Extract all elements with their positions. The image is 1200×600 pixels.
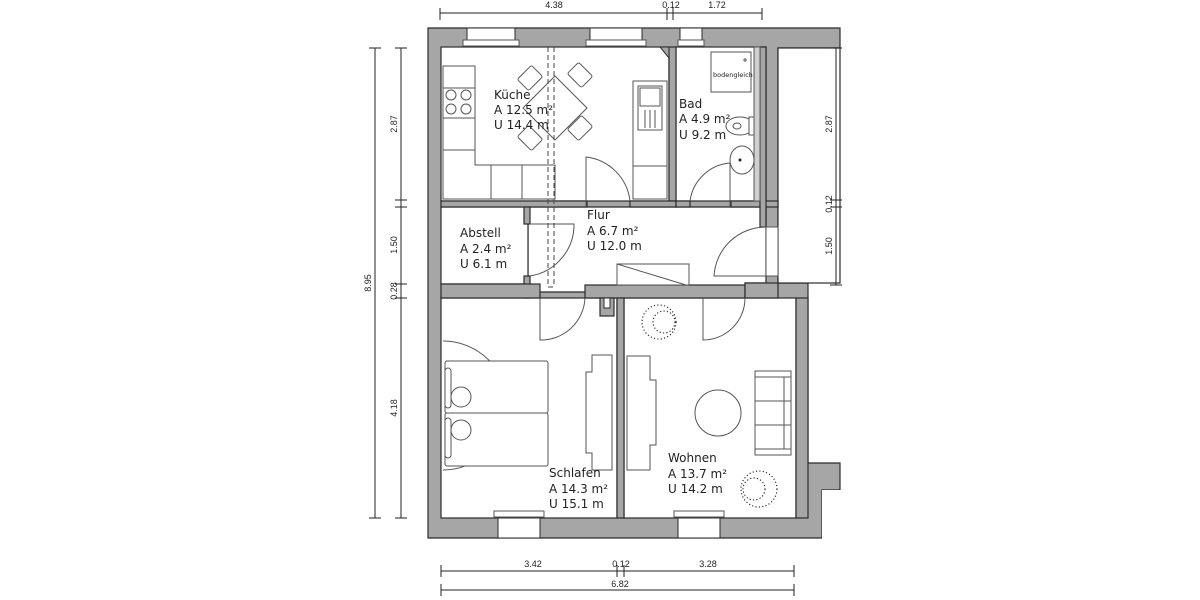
doors xyxy=(529,156,779,341)
bedroom-furniture xyxy=(442,340,613,471)
room-bad-name: Bad xyxy=(679,97,702,111)
dim-bottom-total: 6.82 xyxy=(611,579,629,589)
dim-left-2: 0.28 xyxy=(389,282,399,300)
dimension-top: 4.38 0.12 1.72 xyxy=(439,0,763,20)
room-wohnen-perimeter: U 14.2 m xyxy=(668,482,723,496)
room-flur-name: Flur xyxy=(587,208,610,222)
dim-left-3: 4.18 xyxy=(389,399,399,417)
kitchen-furniture xyxy=(442,46,670,288)
dim-left-1: 1.50 xyxy=(389,236,399,254)
hall-furniture xyxy=(616,263,690,286)
dimension-left: 8.95 2.87 1.50 0.28 4.18 xyxy=(363,47,407,519)
bath-furniture: bodengleich xyxy=(710,46,761,202)
room-abstell-area: A 2.4 m² xyxy=(460,242,512,256)
room-abstell-floor xyxy=(440,206,529,285)
bedroom-door xyxy=(539,297,586,341)
room-flur-area: A 6.7 m² xyxy=(587,224,639,238)
dim-left-total: 8.95 xyxy=(363,274,373,292)
room-kueche-perimeter: U 14.4 m xyxy=(494,118,549,132)
room-kueche-name: Küche xyxy=(494,88,530,102)
kitchen-door xyxy=(585,156,631,207)
room-bad-area: A 4.9 m² xyxy=(679,112,731,126)
partitions xyxy=(440,46,809,519)
room-wohnen-area: A 13.7 m² xyxy=(668,467,727,481)
living-door xyxy=(702,297,746,341)
room-labels: Küche A 12.5 m² U 14.4 m Bad A 4.9 m² U … xyxy=(460,88,731,511)
dimension-right: 2.87 0.12 1.50 xyxy=(824,47,842,286)
bath-door xyxy=(689,162,731,207)
windows xyxy=(462,27,725,539)
room-abstell-perimeter: U 6.1 m xyxy=(460,257,507,271)
dim-top-2: 1.72 xyxy=(708,0,726,10)
room-schlafen-name: Schlafen xyxy=(549,466,601,480)
room-bad-perimeter: U 9.2 m xyxy=(679,128,726,142)
dim-top-1: 0.12 xyxy=(662,0,680,10)
room-abstell-name: Abstell xyxy=(460,226,501,240)
dim-bottom-0: 3.42 xyxy=(524,559,542,569)
room-wohnen-name: Wohnen xyxy=(668,451,717,465)
dim-bottom-2: 3.28 xyxy=(699,559,717,569)
dim-left-0: 2.87 xyxy=(389,115,399,133)
room-flur-perimeter: U 12.0 m xyxy=(587,239,642,253)
dim-top-0: 4.38 xyxy=(545,0,563,10)
storage-door xyxy=(529,223,575,277)
dim-bottom-1: 0.12 xyxy=(612,559,630,569)
living-furniture xyxy=(626,304,792,508)
entrance-door xyxy=(713,226,767,277)
room-kueche-area: A 12.5 m² xyxy=(494,103,553,117)
dim-right-1: 0.12 xyxy=(824,195,834,213)
room-schlafen-area: A 14.3 m² xyxy=(549,482,608,496)
dimension-bottom: 3.42 0.12 3.28 6.82 xyxy=(440,559,795,596)
room-schlafen-perimeter: U 15.1 m xyxy=(549,497,604,511)
dim-right-2: 1.50 xyxy=(824,237,834,255)
dim-right-0: 2.87 xyxy=(824,115,834,133)
shower-label: bodengleich xyxy=(713,71,753,79)
